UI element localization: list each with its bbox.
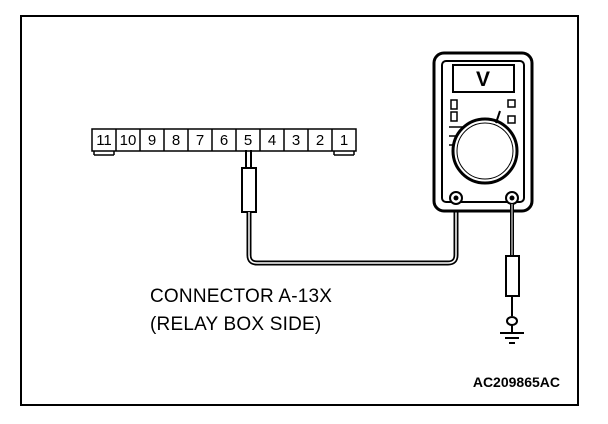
meter-switch-right-2 (507, 115, 516, 124)
meter-jack-positive-center (453, 195, 459, 201)
pin-label: 9 (148, 132, 156, 149)
meter-display (452, 64, 515, 93)
pin-label: 5 (244, 132, 252, 149)
meter-selector-dial-ring (456, 122, 514, 180)
meter-selector-dial (451, 117, 519, 185)
ground-probe-handle (505, 255, 520, 297)
pin-label: 3 (292, 132, 300, 149)
meter-switch-left-2 (450, 111, 458, 122)
pin-label: 10 (120, 132, 137, 149)
connector-body (91, 128, 357, 152)
meter-dial-pointer (495, 110, 501, 124)
pin-label: 11 (96, 132, 112, 149)
lead-wire-red (246, 201, 459, 266)
connector-caption-line1: CONNECTOR A-13X (150, 286, 333, 307)
connector-caption-line2: (RELAY BOX SIDE) (150, 314, 322, 335)
figure-code: AC209865AC (472, 374, 560, 390)
voltmeter: V (432, 51, 534, 213)
pin-label: 1 (340, 132, 348, 149)
pin-label: 2 (316, 132, 324, 149)
probe-handle (241, 167, 257, 213)
meter-switch-right (507, 99, 516, 108)
pin-label: 6 (220, 132, 228, 149)
pin-label: 7 (196, 132, 204, 149)
meter-display-unit: V (476, 68, 490, 91)
ground-clip (506, 316, 518, 326)
lead-wire-red-inner (248, 201, 457, 264)
test-probe (241, 150, 257, 213)
meter-jack-negative-center (509, 195, 515, 201)
pin-label: 4 (268, 132, 276, 149)
meter-switch-left (450, 99, 458, 110)
meter-inner-panel (441, 60, 525, 203)
ground-lead (500, 204, 524, 344)
pin-label: 8 (172, 132, 180, 149)
